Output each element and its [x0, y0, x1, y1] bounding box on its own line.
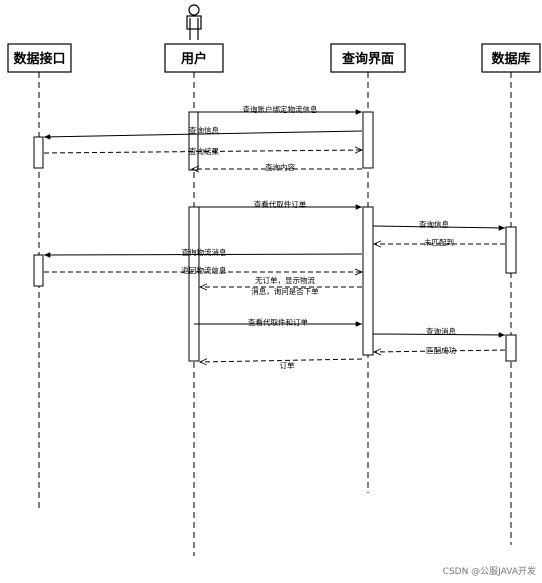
message-label-m13: 匹配成功: [426, 345, 456, 355]
message-label-m9: 返回物流信息: [182, 265, 227, 275]
message-label-m6: 查询信息: [419, 219, 449, 229]
message-label-m4: 查询内容: [265, 162, 295, 172]
message-label-m1: 查询账户绑定物流信息: [243, 104, 318, 114]
participant-db: 数据库: [481, 43, 541, 73]
message-line-m14: [200, 359, 363, 362]
message-label-m14: 订单: [280, 360, 295, 370]
activation-user-2: [188, 206, 200, 362]
message-label-m5: 查看代取件订单: [254, 199, 307, 209]
participant-api-label: 数据接口: [13, 51, 65, 67]
message-label-m11: 查看代取件和订单: [248, 317, 308, 327]
activation-api-2: [33, 254, 44, 287]
message-line-m2: [43, 130, 363, 140]
participant-ui: 查询界面: [330, 43, 406, 73]
activation-db-1: [505, 226, 517, 274]
message-label-m3: 查询结果: [189, 146, 219, 156]
message-label-m12: 查询消息: [426, 326, 456, 336]
message-line-m8: [43, 252, 363, 258]
message-line-m6: [372, 225, 506, 231]
participant-ui-label: 查询界面: [341, 51, 394, 67]
message-line-m3: [43, 150, 362, 153]
participant-user-label: 用户: [180, 51, 207, 67]
participant-api: 数据接口: [7, 43, 72, 73]
activation-db-2: [505, 334, 517, 362]
participant-user: 用户: [164, 43, 224, 73]
activation-api-1: [33, 136, 44, 169]
participant-db-label: 数据库: [491, 51, 530, 67]
message-line-m13: [374, 350, 506, 352]
activation-ui-2: [362, 206, 374, 356]
user-actor-icon: [186, 4, 202, 40]
lifelines: [38, 72, 512, 556]
activations: [33, 111, 517, 362]
message-line-m12: [372, 332, 506, 338]
message-label-m8: 查询物流消息: [182, 247, 227, 257]
message-label-m7: 未匹配到: [424, 237, 454, 247]
message-labels: 查询账户绑定物流信息 查询信息 查询结果 查询内容 查看代取件订单 查询信息 未…: [182, 104, 457, 370]
message-label-m10a: 无订单，显示物流: [255, 275, 315, 285]
watermark-text: CSDN @公服JAVA开发: [442, 567, 536, 577]
message-label-m2: 查询信息: [189, 125, 219, 135]
activation-user-1: [188, 111, 199, 171]
activation-ui-1: [362, 111, 374, 169]
messages: [43, 109, 506, 362]
message-label-m10b: 消息，询问是否下单: [251, 286, 319, 296]
